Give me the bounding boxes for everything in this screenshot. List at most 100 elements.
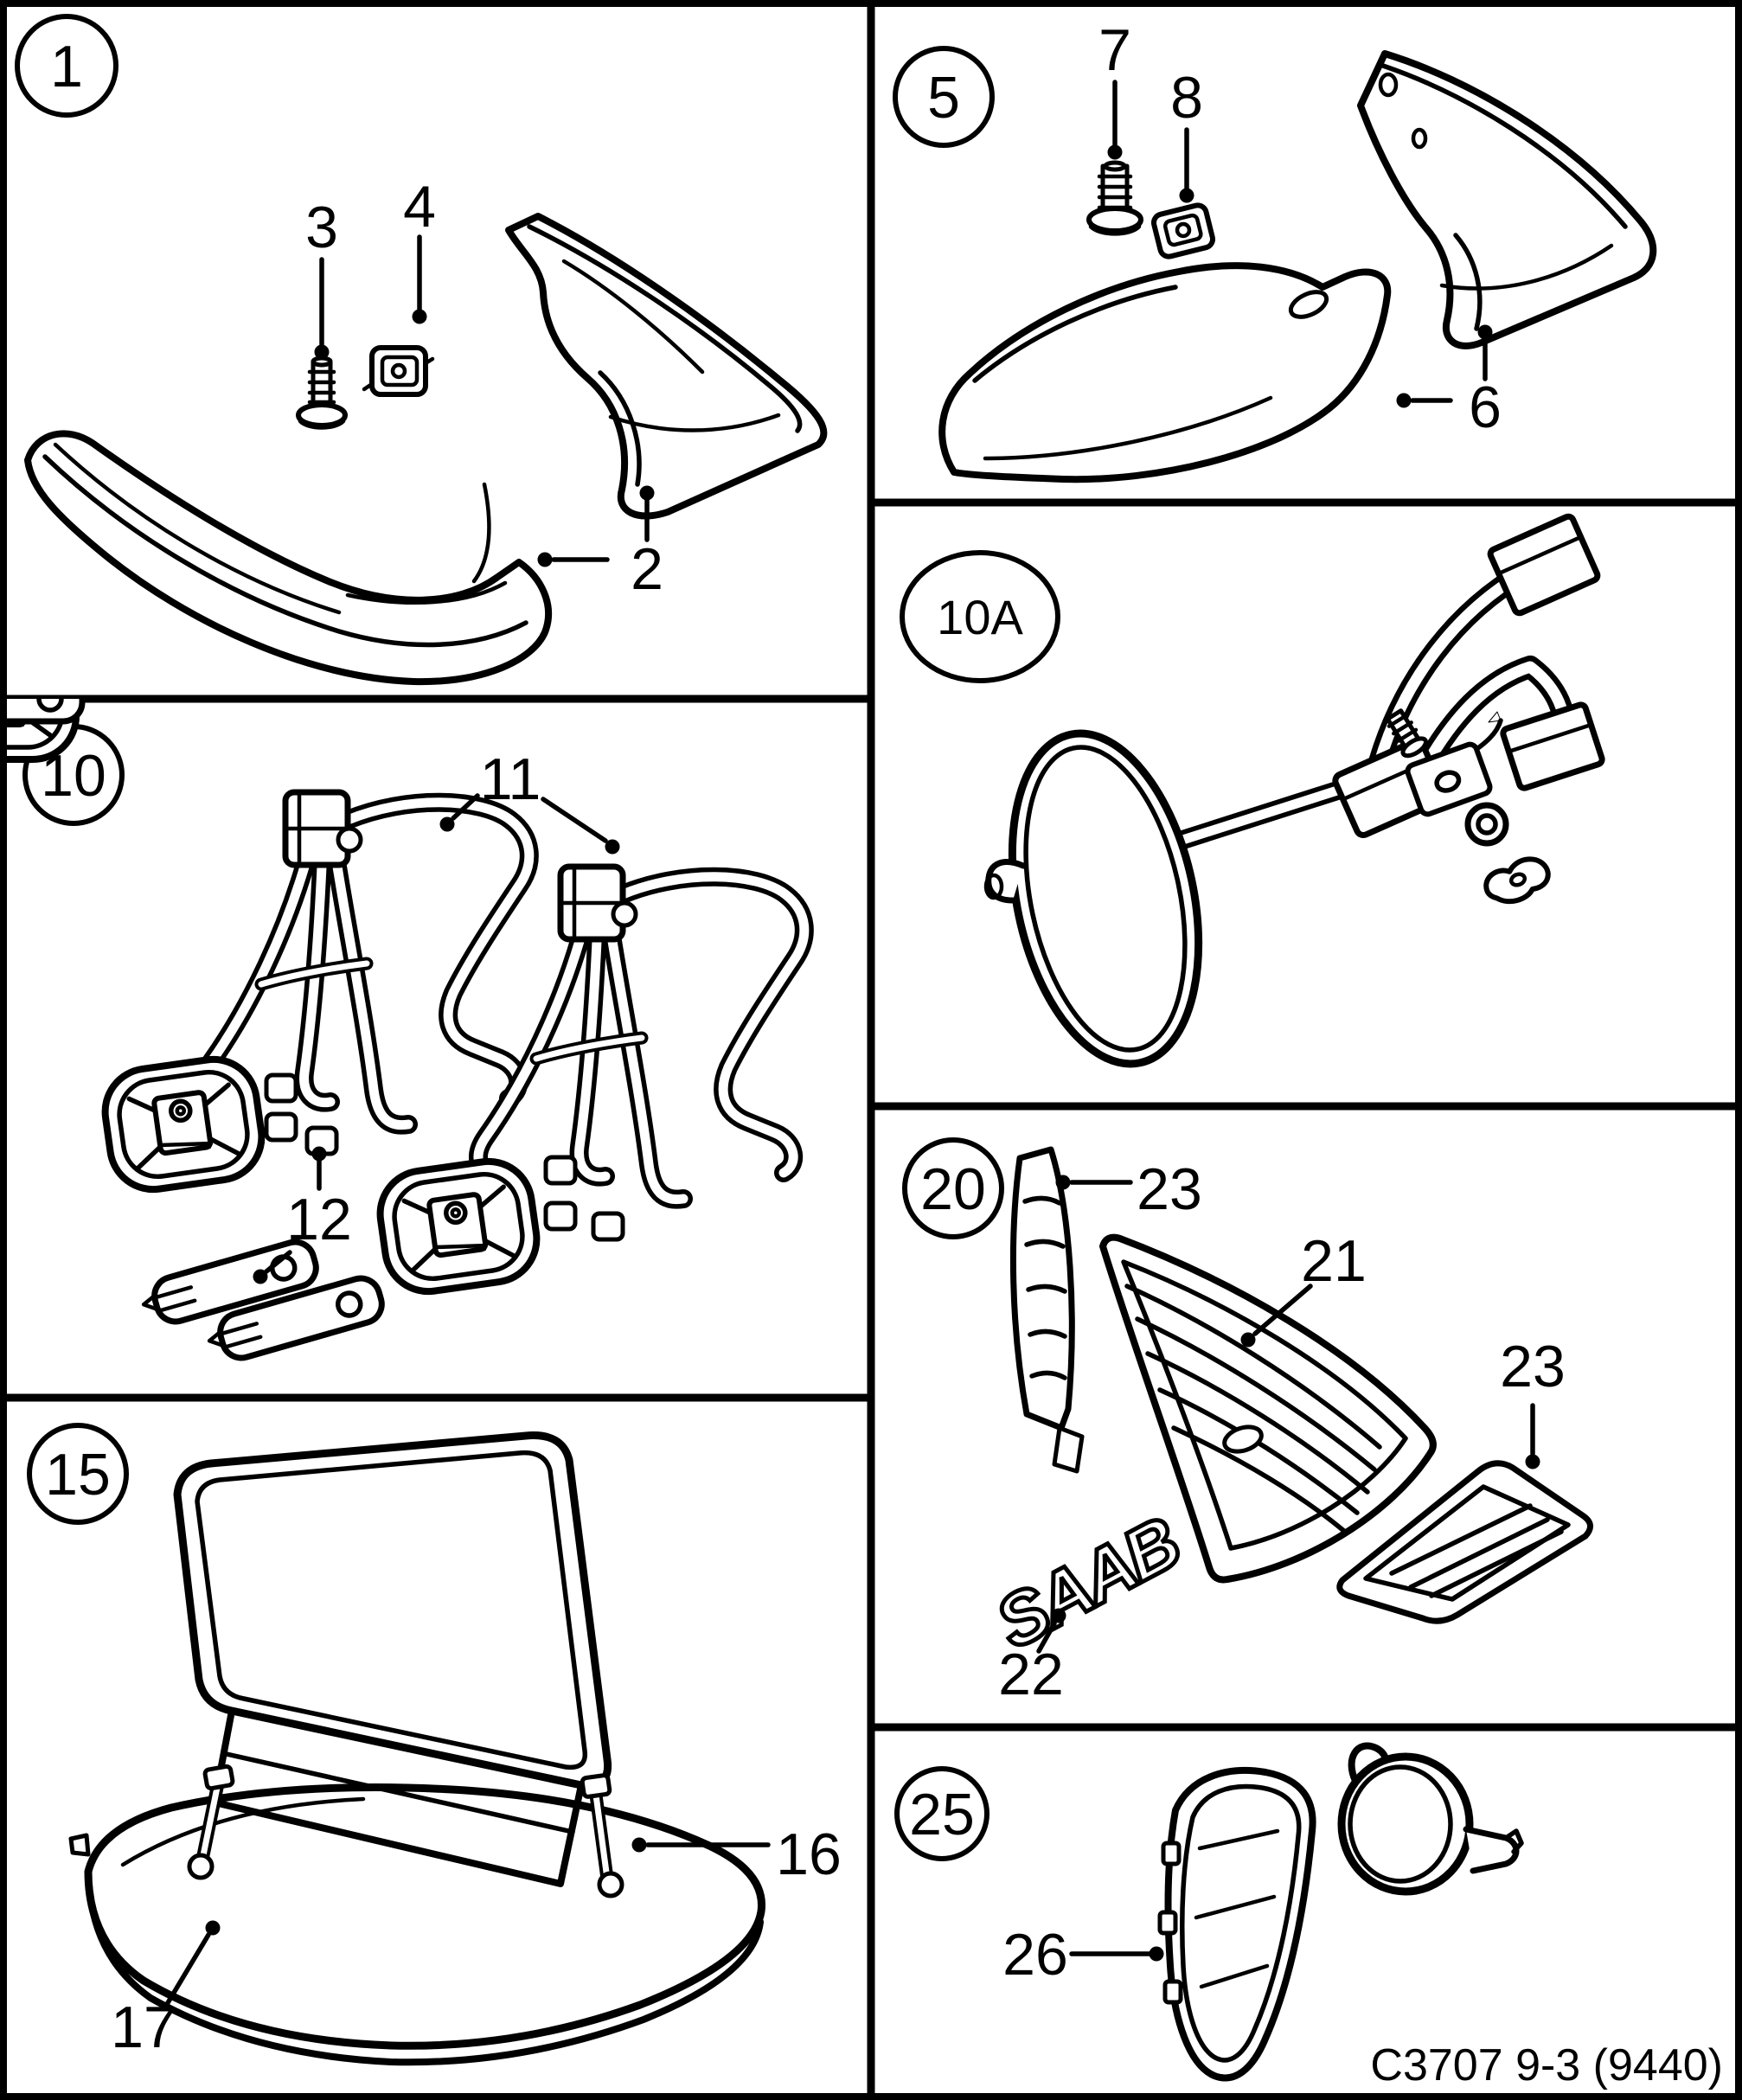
towing-mirror-glass xyxy=(983,729,1203,1068)
callout-11-leader-right xyxy=(541,797,608,843)
panel-1: 1 xyxy=(0,0,871,699)
callout-26-dot xyxy=(1149,1946,1164,1962)
clamp-hardware xyxy=(1385,708,1551,905)
callout-17: 17 xyxy=(111,1920,221,2060)
cover-board xyxy=(68,1783,765,2066)
panel-1-drawing: 1 xyxy=(0,0,871,699)
callout-12: 12 xyxy=(253,1146,352,1284)
panel-25-badge: 25 xyxy=(894,1766,989,1861)
callout-21: 21 xyxy=(1240,1228,1367,1348)
support-pad-right-placed xyxy=(375,1156,542,1296)
callout-23-right: 23 xyxy=(1500,1334,1566,1469)
wind-deflector-screen xyxy=(173,1431,624,1898)
panel-1-badge: 1 xyxy=(15,14,118,118)
panel-15-badge: 15 xyxy=(27,1423,129,1525)
callout-11-dot-right xyxy=(605,839,620,855)
support-pad-left-placed xyxy=(99,1053,267,1194)
panel-15-drawing: 15 xyxy=(0,1398,871,2100)
deflector-legs xyxy=(187,1764,624,1898)
callout-11-label: 11 xyxy=(480,746,541,812)
panel-5: 5 xyxy=(871,0,1742,503)
panel-15-badge-number: 15 xyxy=(45,1442,111,1508)
panel-20: 20 SAAB 23 xyxy=(871,1106,1742,1727)
callout-16-label: 16 xyxy=(776,1821,842,1887)
saab-emblem: SAAB xyxy=(981,1499,1194,1666)
torx-key xyxy=(0,699,86,725)
load-carrier-foot xyxy=(194,789,539,1135)
load-carrier-foot-right xyxy=(478,867,804,1200)
callout-11-dot-left xyxy=(439,816,455,832)
clamp-plate xyxy=(1405,741,1493,817)
callout-7-label: 7 xyxy=(1098,17,1131,83)
panel-10: 10 xyxy=(0,699,871,1398)
panel-10a-drawing: 10A xyxy=(871,503,1742,1106)
deflector-mesh-screen xyxy=(173,1431,612,1789)
callout-6-dot-upper xyxy=(1477,324,1493,340)
callout-21-label: 21 xyxy=(1301,1228,1367,1294)
callout-6-dot-lower xyxy=(1396,393,1412,408)
callout-7: 7 xyxy=(1098,17,1131,160)
clamp-screw xyxy=(1385,708,1428,759)
panel-10a-badge: 10A xyxy=(900,550,1060,683)
callout-17-leader xyxy=(163,1932,211,2008)
callout-23-left-dot xyxy=(1055,1175,1071,1190)
callout-16: 16 xyxy=(631,1821,842,1887)
clip-nut-part-4 xyxy=(362,345,435,397)
panel-20-badge-number: 20 xyxy=(920,1156,986,1222)
drawing-code: C3707 9-3 (9440) xyxy=(1370,2040,1723,2090)
wing-nut xyxy=(1483,856,1551,905)
panel-25-badge-number: 25 xyxy=(909,1782,975,1847)
callout-12-leader-down xyxy=(264,1250,292,1274)
panel-10a-badge-number: 10A xyxy=(937,590,1023,644)
callout-4-dot xyxy=(412,309,427,324)
clip-nut-part-8 xyxy=(1150,202,1216,259)
callout-21-dot xyxy=(1240,1332,1256,1348)
callout-26: 26 xyxy=(1002,1922,1164,1988)
panel-25-drawing: 25 26 C3707 9-3 (9 xyxy=(871,1727,1742,2100)
spoiler-center-section xyxy=(24,430,552,686)
callout-8: 8 xyxy=(1170,65,1203,203)
saab-emblem-text: SAAB xyxy=(983,1501,1191,1664)
callout-11: 11 xyxy=(439,746,620,855)
callout-6: 6 xyxy=(1396,324,1502,440)
grille-air-intake xyxy=(1336,1460,1593,1624)
callout-2-dot-lower xyxy=(537,552,553,567)
spoiler-side-section-5 xyxy=(1357,50,1657,349)
callout-23-right-dot xyxy=(1525,1454,1540,1469)
callout-3-label: 3 xyxy=(305,195,338,260)
headlamp-protector xyxy=(1157,1766,1316,2082)
callout-7-dot xyxy=(1107,144,1123,160)
callout-4: 4 xyxy=(403,174,436,324)
callout-23-left: 23 xyxy=(1055,1156,1202,1222)
panel-5-badge-number: 5 xyxy=(927,65,960,131)
callout-12-dot-lower xyxy=(253,1269,268,1284)
panel-20-drawing: 20 SAAB 23 xyxy=(871,1106,1742,1727)
callout-22-leader xyxy=(1036,1621,1057,1654)
callout-22-label: 22 xyxy=(998,1642,1064,1707)
callout-2: 2 xyxy=(537,485,663,602)
screw-part-7 xyxy=(1086,160,1143,236)
callout-16-dot xyxy=(631,1837,647,1853)
callout-12-label: 12 xyxy=(286,1187,352,1252)
spoiler-center-section-5 xyxy=(938,262,1392,483)
grille-side-slat-panel xyxy=(1009,1146,1085,1474)
spoiler-side-section xyxy=(505,213,828,520)
panel-5-drawing: 5 xyxy=(871,0,1742,503)
callout-2-label: 2 xyxy=(631,536,663,602)
callout-21-leader xyxy=(1252,1284,1313,1336)
callout-23-left-label: 23 xyxy=(1137,1156,1202,1222)
assembly-arrowhead xyxy=(1488,711,1502,723)
callout-3-dot xyxy=(314,344,330,360)
panel-15: 15 xyxy=(0,1398,871,2100)
screw-part-3 xyxy=(296,355,348,430)
rubber-spacer-blocks xyxy=(264,1072,625,1242)
panel-10a: 10A xyxy=(871,503,1742,1106)
callout-6-label: 6 xyxy=(1469,375,1502,440)
callout-8-dot xyxy=(1179,188,1194,203)
mirror-clamp-bracket xyxy=(1332,513,1605,839)
radiator-grille xyxy=(1099,1233,1437,1584)
panel-20-badge: 20 xyxy=(902,1137,1004,1239)
callout-4-label: 4 xyxy=(403,174,436,240)
panel-10-drawing: 10 xyxy=(0,699,871,1398)
